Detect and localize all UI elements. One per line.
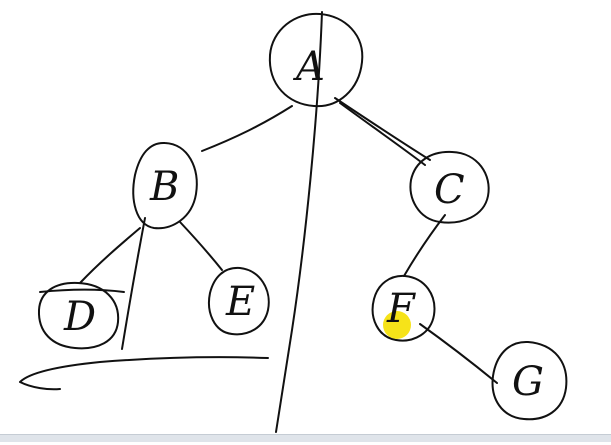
cursor-highlight-dot xyxy=(383,311,411,339)
node-circle-d xyxy=(37,281,120,350)
edge-b-d xyxy=(79,227,141,284)
edge-b-e xyxy=(179,221,223,271)
node-label-e: E xyxy=(225,279,255,325)
edge-f-g xyxy=(419,323,498,384)
scribble-bottom-swoosh xyxy=(19,356,269,391)
node-label-c: C xyxy=(434,167,465,213)
node-label-b: B xyxy=(149,164,179,210)
node-label-d: D xyxy=(63,294,96,340)
edge-a-b xyxy=(201,105,293,152)
edge-a-c-double xyxy=(339,102,426,166)
node-label-g: G xyxy=(512,359,544,405)
node-circle-g xyxy=(491,340,568,421)
node-circle-b xyxy=(132,141,198,230)
node-label-a: A xyxy=(292,44,325,90)
node-circle-a xyxy=(268,12,364,108)
node-circle-c xyxy=(409,150,490,224)
edge-c-f xyxy=(403,214,446,277)
node-circle-f xyxy=(371,274,436,342)
node-circle-e xyxy=(208,266,270,336)
edge-a-c xyxy=(334,97,431,161)
taskbar-edge xyxy=(0,434,611,442)
scribble-b-down-stroke xyxy=(121,217,146,350)
scribble-vertical-stroke xyxy=(275,11,323,433)
node-label-f: F xyxy=(386,286,416,332)
scribble-d-top-bar xyxy=(39,288,125,293)
